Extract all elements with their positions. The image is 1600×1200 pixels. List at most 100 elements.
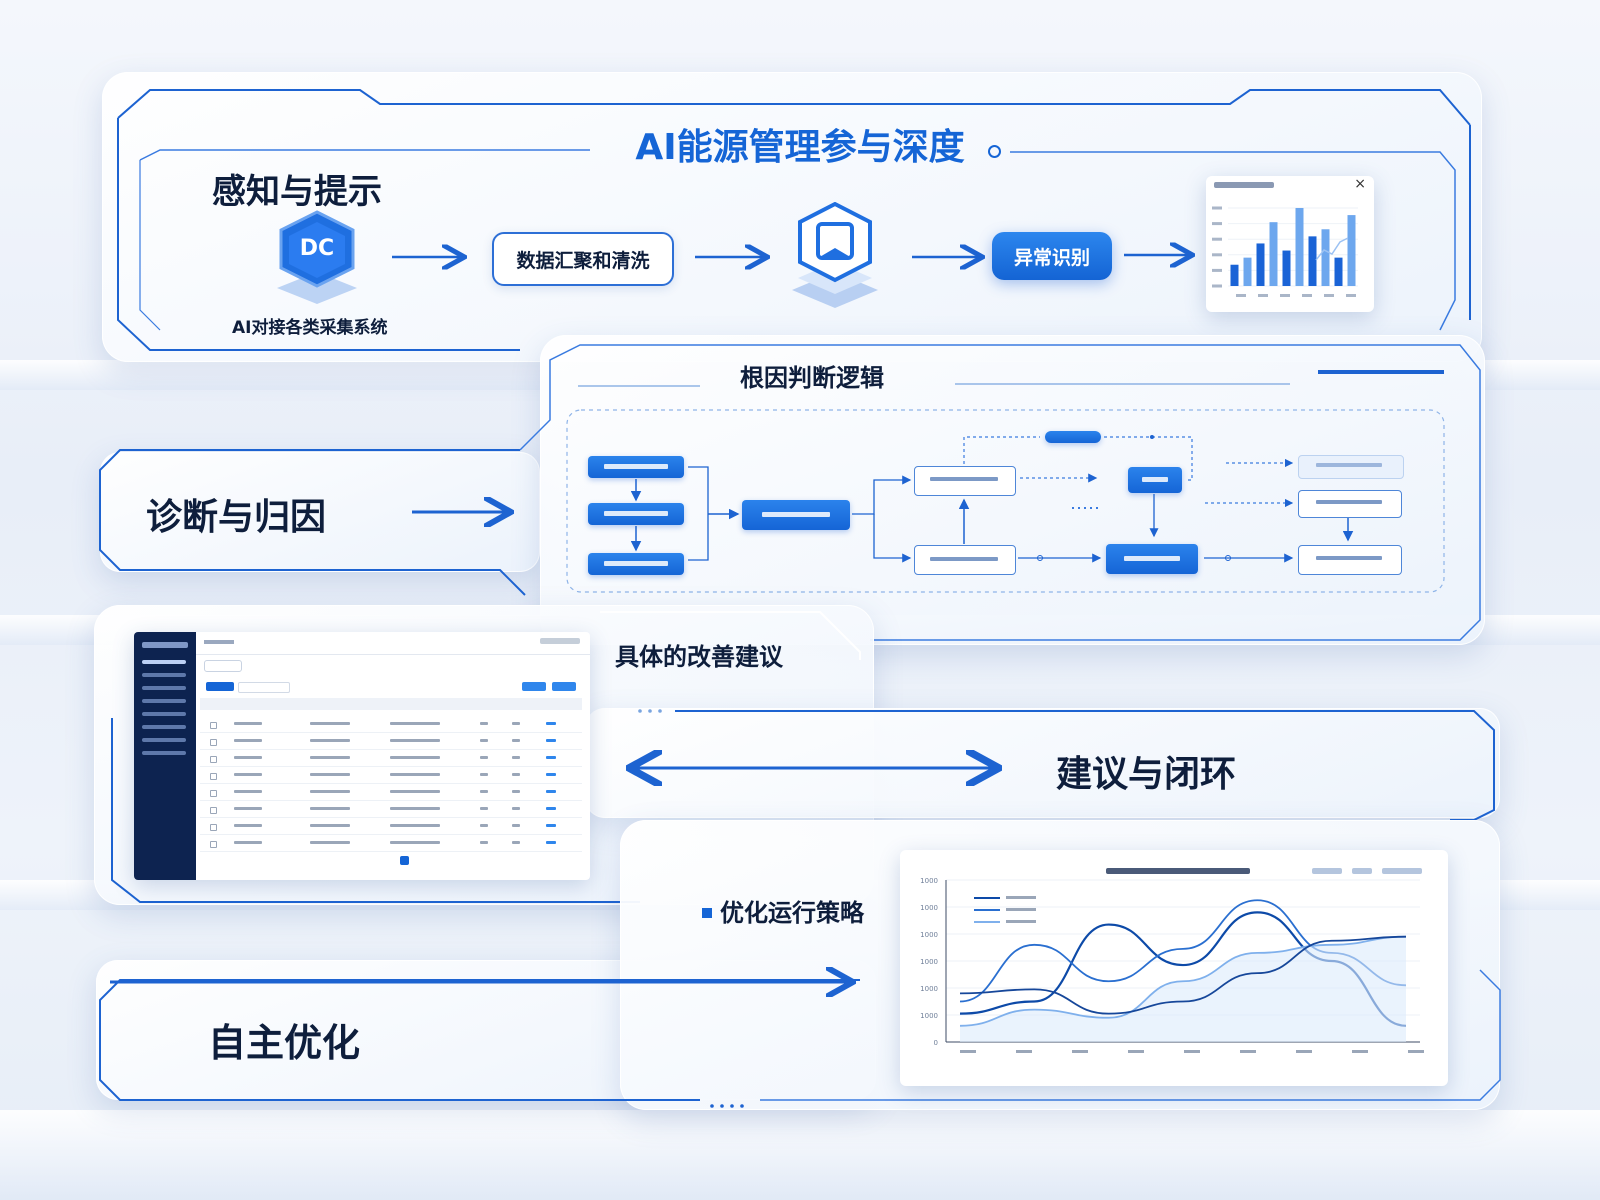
- dashboard-sidebar: [134, 632, 196, 880]
- x-tick-label: [1352, 1050, 1368, 1053]
- page-current[interactable]: [400, 856, 409, 865]
- sidebar-nav-item[interactable]: [142, 686, 186, 690]
- flow-node: [1106, 544, 1198, 574]
- sidebar-nav-item[interactable]: [142, 738, 186, 742]
- x-tick-label: [1324, 294, 1334, 297]
- table-cell: [210, 756, 217, 763]
- table-row[interactable]: [200, 767, 582, 784]
- table-row[interactable]: [200, 716, 582, 733]
- table-cell: [390, 824, 440, 827]
- table-cell: [512, 790, 520, 793]
- table-cell: [546, 824, 556, 827]
- mini-bar-chart: [1212, 206, 1358, 297]
- bar: [1347, 215, 1356, 286]
- table-row[interactable]: [200, 733, 582, 750]
- table-header: [200, 698, 582, 710]
- x-tick-label: [1296, 1050, 1312, 1053]
- table-cell: [390, 722, 440, 725]
- table-cell: [512, 773, 520, 776]
- flow-node: [588, 503, 684, 525]
- table-cell: [546, 773, 556, 776]
- table-cell: [512, 807, 520, 810]
- stage4-title: 自主优化: [208, 1021, 361, 1065]
- table-cell: [210, 722, 217, 729]
- table-cell: [310, 722, 350, 725]
- table-cell: [210, 790, 217, 797]
- x-tick-label: [1072, 1050, 1088, 1053]
- bar: [1256, 243, 1265, 286]
- table-cell: [390, 841, 440, 844]
- query-button[interactable]: [206, 682, 234, 691]
- table-cell: [210, 807, 217, 814]
- table-cell: [234, 841, 262, 844]
- flow-node: [1298, 455, 1404, 479]
- y-tick-label: 1000: [920, 877, 938, 885]
- table-cell: [512, 739, 520, 742]
- flow-node: [914, 466, 1016, 496]
- stage2-panel-title: 根因判断逻辑: [740, 364, 884, 392]
- close-icon[interactable]: ×: [1354, 176, 1366, 192]
- series-area: [960, 936, 1406, 1042]
- select-input[interactable]: [238, 682, 290, 693]
- table-cell: [390, 807, 440, 810]
- x-tick-label: [1302, 294, 1312, 297]
- sidebar-nav-item[interactable]: [142, 660, 186, 664]
- sidebar-nav-item[interactable]: [142, 673, 186, 677]
- table-cell: [546, 841, 556, 844]
- recommendation-dashboard: [134, 632, 590, 880]
- table-cell: [546, 756, 556, 759]
- table-cell: [310, 841, 350, 844]
- sidebar-nav-item[interactable]: [142, 725, 186, 729]
- title-dot-icon: [988, 145, 1001, 158]
- data-collection-icon: DC: [275, 210, 359, 305]
- table-cell: [512, 841, 520, 844]
- table-row[interactable]: [200, 818, 582, 835]
- table-cell: [546, 807, 556, 810]
- x-tick-label: [1240, 1050, 1256, 1053]
- page-title: AI能源管理参与深度: [635, 127, 965, 168]
- stage4-panel-title: 优化运行策略: [720, 899, 864, 927]
- table-cell: [546, 722, 556, 725]
- x-tick-label: [1408, 1050, 1424, 1053]
- series-line: [959, 935, 1407, 1027]
- table-cell: [234, 824, 262, 827]
- sidebar-nav-item[interactable]: [142, 712, 186, 716]
- table-row[interactable]: [200, 750, 582, 767]
- y-tick-label: 1000: [920, 1012, 938, 1020]
- strategy-bullet-icon: [702, 908, 712, 918]
- stage1-title: 感知与提示: [212, 172, 382, 212]
- pagination[interactable]: [384, 856, 574, 866]
- table-cell: [234, 790, 262, 793]
- bar: [1282, 250, 1291, 286]
- stage3-title: 建议与闭环: [1056, 754, 1237, 795]
- y-tick-label: 0: [934, 1039, 938, 1047]
- table-row[interactable]: [200, 784, 582, 801]
- table-cell: [390, 739, 440, 742]
- x-tick-label: [1184, 1050, 1200, 1053]
- table-cell: [210, 773, 217, 780]
- y-tick-label: [1212, 284, 1222, 288]
- x-tick-label: [1236, 294, 1246, 297]
- add-button[interactable]: [552, 682, 576, 691]
- chart-legend-top: [1312, 868, 1432, 874]
- export-button[interactable]: [522, 682, 546, 691]
- flow-node: [588, 553, 684, 575]
- table-cell: [390, 790, 440, 793]
- x-tick-label: [1258, 294, 1268, 297]
- table-row[interactable]: [200, 801, 582, 818]
- sidebar-nav-item[interactable]: [142, 699, 186, 703]
- flow-node: [588, 456, 684, 478]
- table-cell: [480, 807, 488, 810]
- table-cell: [480, 773, 488, 776]
- filter-input[interactable]: [204, 660, 242, 672]
- trend-line: [1315, 237, 1349, 261]
- sidebar-nav-item[interactable]: [142, 751, 186, 755]
- table-row[interactable]: [200, 835, 582, 852]
- topbar-text: [204, 640, 234, 644]
- table-cell: [480, 824, 488, 827]
- x-tick-label: [960, 1050, 976, 1053]
- y-tick-label: [1212, 237, 1222, 241]
- flow-node: [1128, 467, 1182, 493]
- processing-icon: [790, 201, 880, 310]
